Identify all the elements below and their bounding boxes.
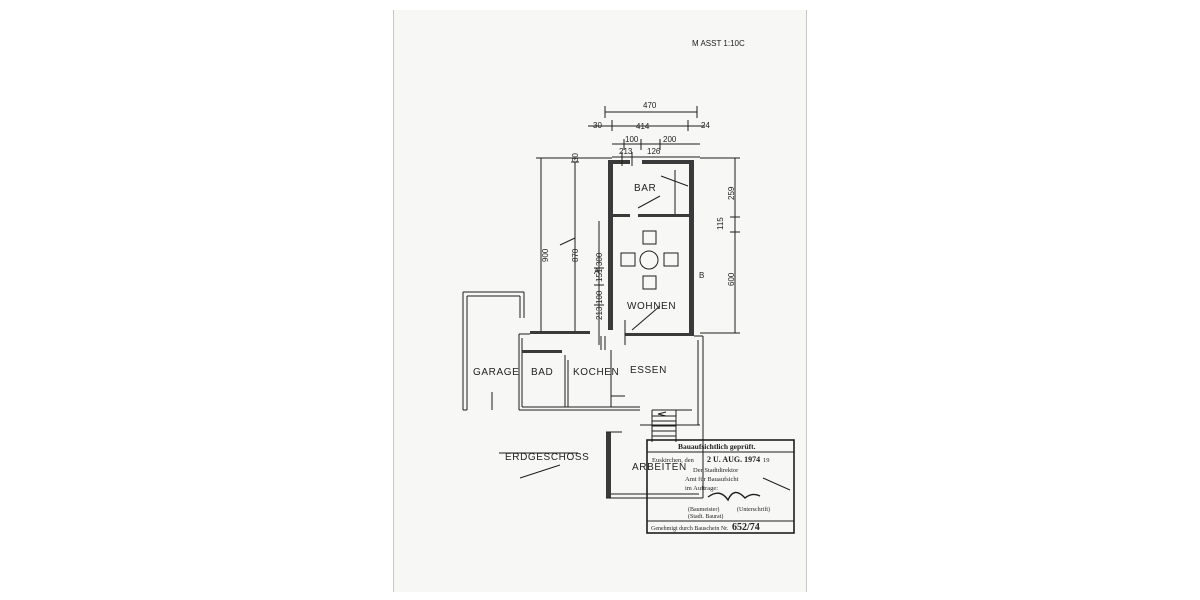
walls-living-wing [608, 152, 694, 335]
scale-label: M ASST 1:10C [692, 39, 745, 48]
dimension-label: 213 [619, 147, 633, 156]
dimension-label: 213 [595, 306, 604, 320]
dimension-label: 600 [727, 272, 736, 286]
floor-label: ERDGESCHOSS [505, 452, 589, 463]
annotation-strokes [499, 195, 661, 479]
room-label-bad: BAD [531, 367, 553, 378]
room-label-kochen: KOCHEN [573, 367, 619, 378]
room-label-arbeiten: ARBEITEN [632, 462, 687, 473]
dimension-label: 24 [701, 121, 710, 130]
dimension-label: 100 [625, 135, 639, 144]
dimension-lines-right [700, 157, 740, 334]
stamp-line: (Baumeister) [688, 506, 719, 513]
dimension-label: 100 [595, 290, 604, 304]
dimension-label: 115 [716, 217, 725, 230]
section-mark-b: B [699, 271, 704, 280]
dimension-label: 151 [595, 268, 604, 282]
walls-garage [462, 291, 525, 411]
dimension-label: 900 [541, 248, 550, 262]
room-label-wohnen: WOHNEN [627, 301, 676, 312]
staircase [651, 409, 692, 442]
stamp-permit-number: 652/74 [732, 522, 760, 533]
stamp-line: Amt für Bauaufsicht [685, 476, 739, 483]
dimension-label: 470 [643, 101, 657, 110]
stamp-line: (Stadt. Baurat) [688, 513, 723, 520]
dining-table [620, 230, 679, 290]
stamp-year-suffix: 19 [763, 457, 770, 464]
dimension-label: 414 [636, 122, 650, 131]
walls-arbeiten [606, 424, 703, 499]
stamp-place: Euskirchen, den [652, 457, 695, 464]
section-mark-a: A [594, 267, 600, 276]
dimension-label: 259 [727, 186, 736, 200]
plan-sheet [393, 10, 807, 592]
stamp-line: im Auftrage: [685, 485, 718, 492]
stamp-heading: Bauaufsichtlich geprüft. [678, 442, 756, 451]
room-label-bar: BAR [634, 183, 656, 194]
dimension-label: 300 [595, 252, 604, 266]
dimension-lines-top [588, 106, 705, 158]
stamp-line: Der Stadtdirektor [693, 467, 739, 474]
dimension-label: 126 [647, 147, 661, 156]
dimension-label: 30 [571, 153, 580, 162]
approval-stamp-frame [646, 439, 795, 534]
stamp-date: 2 U. AUG. 1974 [707, 455, 760, 464]
stamp-signature-label: (Unterschrift) [737, 506, 770, 513]
room-label-garage: GARAGE [473, 367, 519, 378]
room-label-essen: ESSEN [630, 365, 667, 376]
dimension-label: 30 [593, 121, 602, 130]
dimension-label: 870 [571, 248, 580, 262]
dimension-label: 200 [663, 135, 677, 144]
walls-service-wing [518, 317, 704, 498]
stamp-footer: Genehmigt durch Bauschein Nr. [651, 526, 729, 532]
